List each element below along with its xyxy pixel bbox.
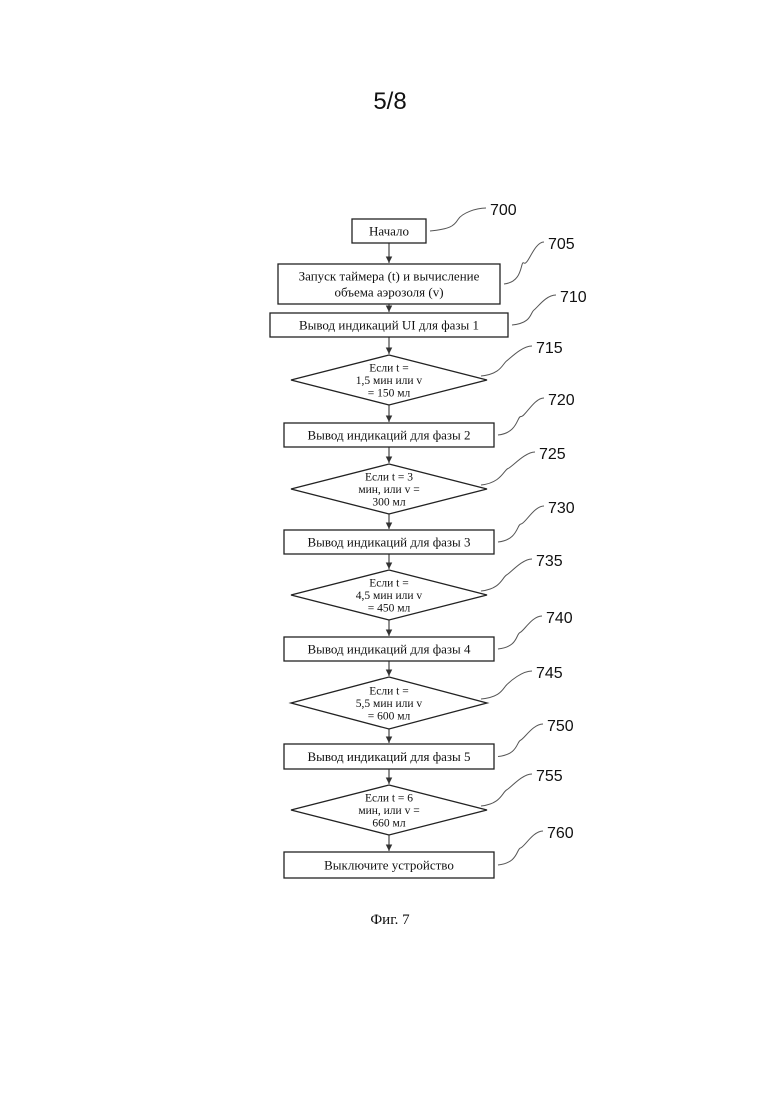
- ref-numeral: 755: [536, 768, 563, 785]
- ref-705: 705: [504, 236, 575, 284]
- leader-line: [481, 774, 532, 806]
- node-text: Вывод индикаций для фазы 2: [307, 428, 470, 443]
- ref-numeral: 710: [560, 289, 587, 306]
- node-text: 1,5 мин или v: [356, 375, 423, 387]
- leader-line: [481, 452, 535, 485]
- ref-numeral: 715: [536, 340, 563, 357]
- ref-numeral: 740: [546, 610, 573, 627]
- ref-710: 710: [512, 289, 587, 325]
- leader-line: [498, 506, 544, 542]
- leader-line: [498, 616, 542, 649]
- node-text: мин, или v =: [358, 484, 419, 496]
- node-text: Если t =: [369, 363, 408, 375]
- node-text: = 600 мл: [368, 711, 411, 723]
- node-text: 5,5 мин или v: [356, 698, 423, 710]
- node-705: Запуск таймера (t) и вычислениеобъема аэ…: [278, 264, 500, 304]
- ref-numeral: 760: [547, 825, 574, 842]
- node-725: Если t = 3мин, или v =300 мл: [291, 464, 487, 514]
- node-text: Выключите устройство: [324, 858, 454, 873]
- node-740: Вывод индикаций для фазы 4: [284, 637, 494, 661]
- ref-numeral: 750: [547, 718, 574, 735]
- node-760: Выключите устройство: [284, 852, 494, 878]
- ref-745: 745: [481, 665, 563, 699]
- leader-line: [481, 671, 532, 699]
- node-745: Если t =5,5 мин или v= 600 мл: [291, 677, 487, 729]
- ref-numeral: 735: [536, 553, 563, 570]
- ref-720: 720: [498, 392, 575, 435]
- leader-line: [498, 724, 543, 757]
- ref-700: 700: [430, 202, 517, 231]
- ref-725: 725: [481, 446, 566, 485]
- leader-line: [481, 346, 532, 376]
- node-715: Если t =1,5 мин или v= 150 мл: [291, 355, 487, 405]
- node-text: Запуск таймера (t) и вычисление: [299, 269, 480, 284]
- node-text: Начало: [369, 224, 409, 239]
- node-text: Если t =: [369, 686, 408, 698]
- node-735: Если t =4,5 мин или v= 450 мл: [291, 570, 487, 620]
- node-720: Вывод индикаций для фазы 2: [284, 423, 494, 447]
- node-text: = 150 мл: [368, 388, 411, 400]
- node-750: Вывод индикаций для фазы 5: [284, 744, 494, 769]
- node-text: Вывод индикаций для фазы 3: [307, 535, 470, 550]
- leader-line: [430, 208, 486, 231]
- node-710: Вывод индикаций UI для фазы 1: [270, 313, 508, 337]
- node-700: Начало: [352, 219, 426, 243]
- ref-750: 750: [498, 718, 574, 757]
- node-text: Если t = 6: [365, 793, 413, 805]
- ref-740: 740: [498, 610, 573, 649]
- ref-numeral: 725: [539, 446, 566, 463]
- ref-numeral: 705: [548, 236, 575, 253]
- ref-735: 735: [481, 553, 563, 591]
- ref-numeral: 720: [548, 392, 575, 409]
- node-730: Вывод индикаций для фазы 3: [284, 530, 494, 554]
- node-text: Вывод индикаций UI для фазы 1: [299, 318, 479, 333]
- node-text: 660 мл: [372, 818, 405, 830]
- leader-line: [481, 559, 532, 591]
- node-755: Если t = 6мин, или v =660 мл: [291, 785, 487, 835]
- figure-caption: Фиг. 7: [0, 912, 780, 929]
- ref-730: 730: [498, 500, 575, 542]
- ref-755: 755: [481, 768, 563, 806]
- ref-numeral: 730: [548, 500, 575, 517]
- leader-line: [498, 398, 544, 435]
- node-text: Если t = 3: [365, 472, 413, 484]
- node-text: Вывод индикаций для фазы 4: [307, 642, 471, 657]
- ref-760: 760: [498, 825, 574, 865]
- node-text: мин, или v =: [358, 805, 419, 817]
- leader-line: [498, 831, 543, 865]
- node-text: 4,5 мин или v: [356, 590, 423, 602]
- node-text: 300 мл: [372, 497, 405, 509]
- leader-line: [512, 295, 556, 325]
- node-text: объема аэрозоля (v): [334, 285, 443, 300]
- ref-numeral: 745: [536, 665, 563, 682]
- ref-715: 715: [481, 340, 563, 376]
- node-text: Вывод индикаций для фазы 5: [307, 749, 470, 764]
- ref-numeral: 700: [490, 202, 517, 219]
- node-text: Если t =: [369, 578, 408, 590]
- node-text: = 450 мл: [368, 603, 411, 615]
- leader-line: [504, 242, 544, 284]
